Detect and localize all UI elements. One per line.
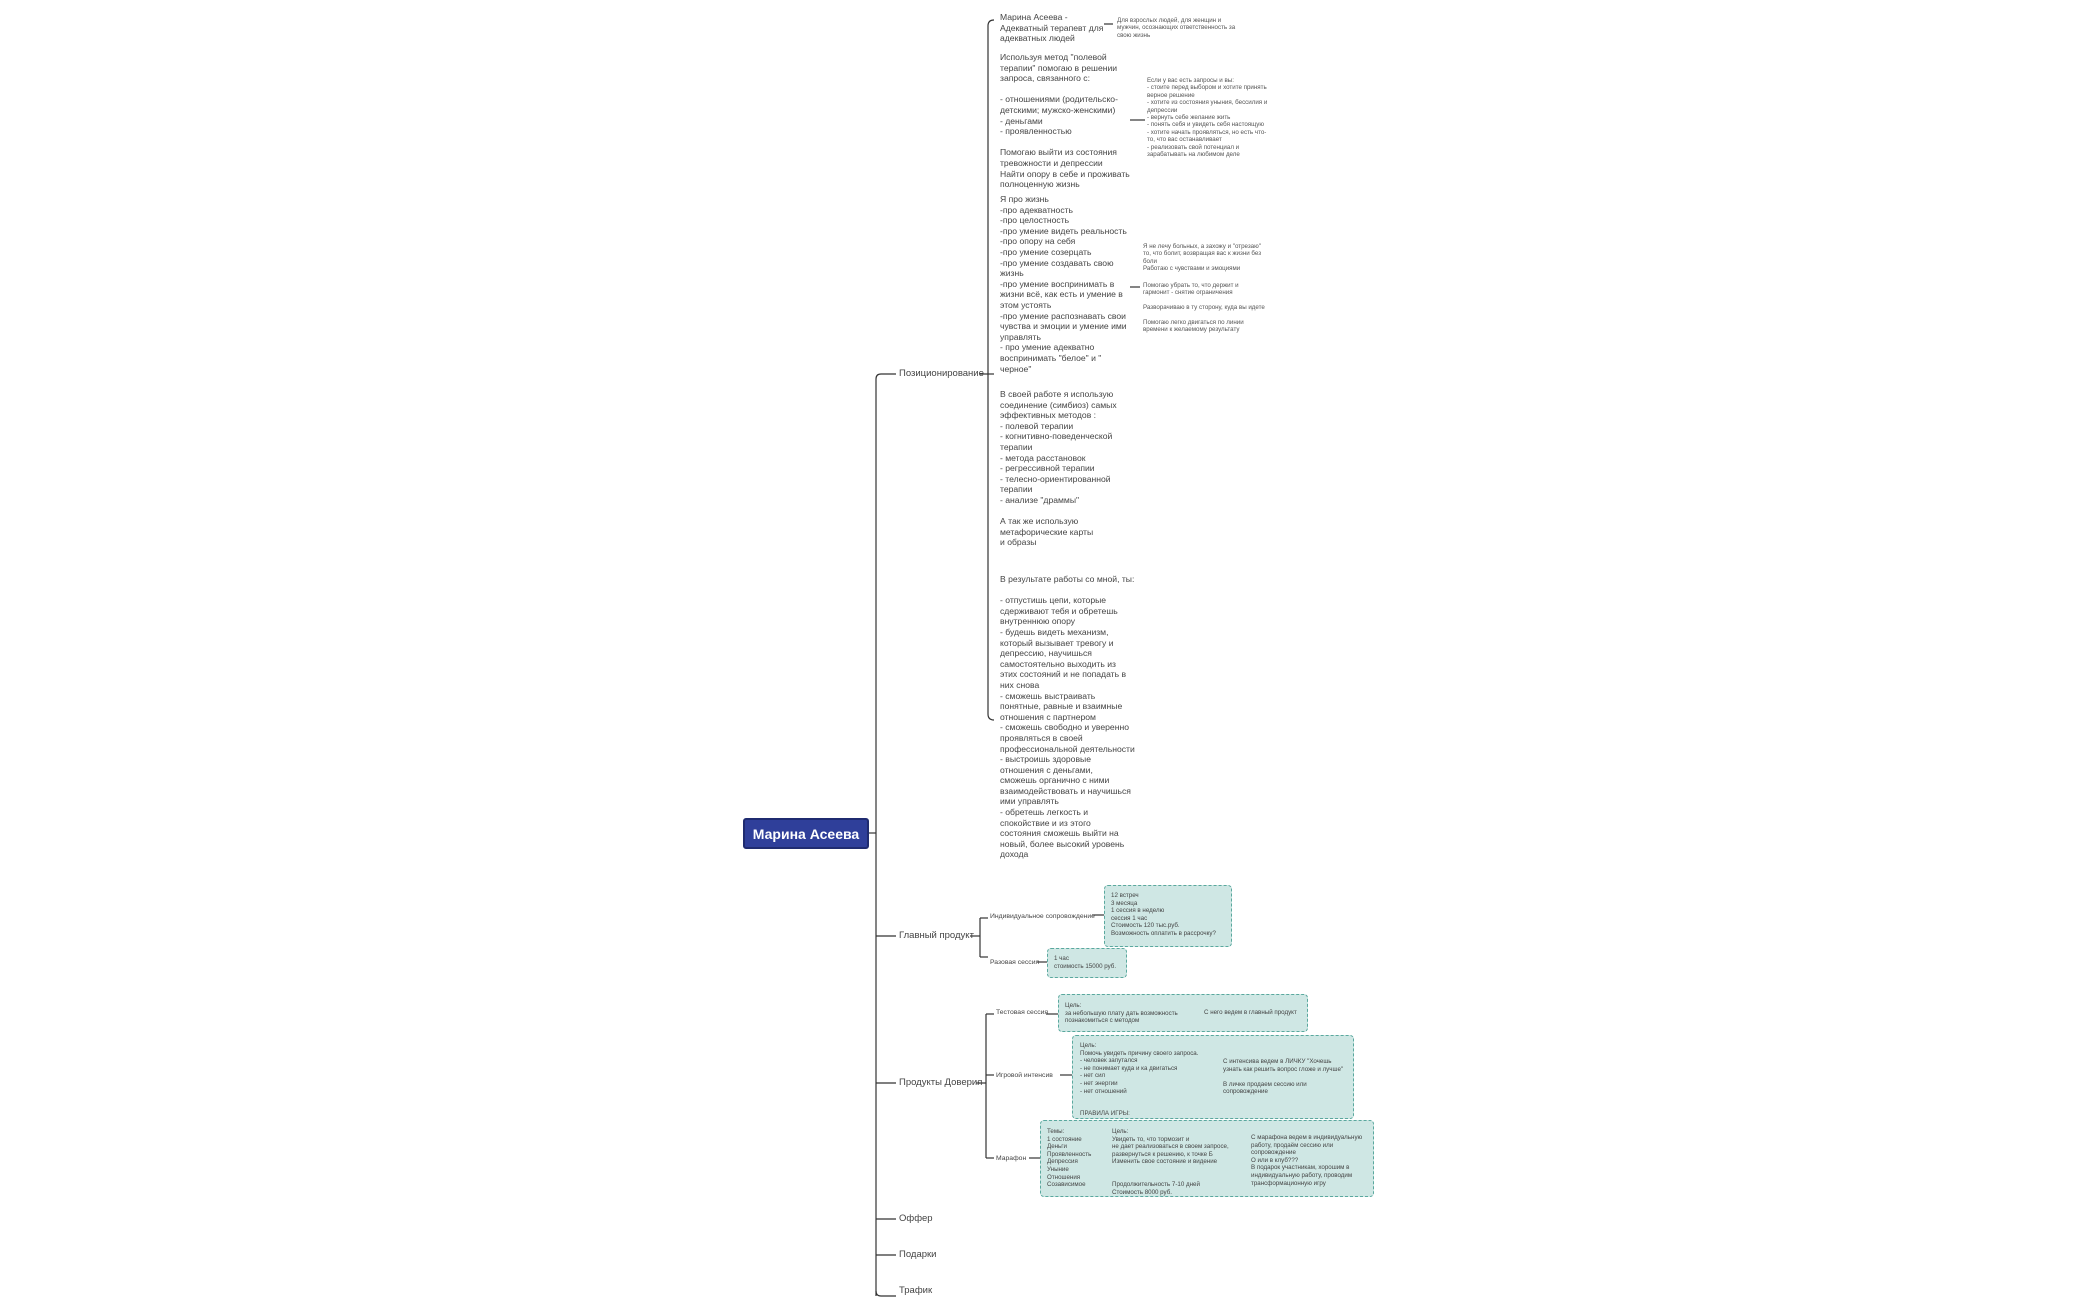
note-timeline: Помогаю легко двигаться по линии времени… [1143, 319, 1244, 334]
marathon-note: С марафона ведем в индивидуальную работу… [1251, 1134, 1363, 1187]
single-session-details: 1 час стоимость 15000 руб. [1054, 955, 1117, 970]
label-marathon[interactable]: Марафон [996, 1155, 1027, 1162]
note-not-heal: Я не лечу больных, а захожу и "отрезаю" … [1143, 243, 1262, 273]
note-if-you: Если у вас есть запросы и вы: - стоите п… [1147, 77, 1268, 159]
branch-trust-products[interactable]: Продукты Доверия [899, 1077, 983, 1088]
branch-traffic[interactable]: Трафик [899, 1285, 933, 1296]
box-game-intensive[interactable]: Цель: Помочь увидеть причину своего запр… [1072, 1035, 1354, 1119]
note-turn-direction: Разворачиваю в ту сторону, куда вы идете [1143, 304, 1265, 311]
branch-offer[interactable]: Оффер [899, 1213, 933, 1224]
note-audience: Для взрослых людей, для женщин и мужчин,… [1117, 17, 1236, 39]
positioning-requests: Используя метод "полевой терапии" помога… [1000, 52, 1130, 190]
note-remove-limits: Помогаю убрать то, что держит и гармонит… [1143, 282, 1239, 297]
test-session-note: С него ведем в главный продукт [1204, 1009, 1297, 1016]
marathon-topics: Темы: 1 состояние Деньги Проявленность Д… [1047, 1128, 1092, 1189]
positioning-intro: Марина Асеева - Адекватный терапевт для … [1000, 12, 1104, 44]
branch-main-product[interactable]: Главный продукт [899, 930, 974, 941]
individual-details: 12 встреч 3 месяца 1 сессия в неделю сес… [1111, 892, 1216, 937]
label-individual[interactable]: Индивидуальное сопровождение [990, 913, 1095, 920]
label-game-intensive[interactable]: Игровой интенсив [996, 1072, 1053, 1079]
root-node[interactable]: Марина Асеева [743, 818, 869, 849]
label-test-session[interactable]: Тестовая сессия [996, 1009, 1049, 1016]
positioning-about: Я про жизнь -про адекватность -про целос… [1000, 194, 1127, 374]
game-intensive-goal: Цель: Помочь увидеть причину своего запр… [1080, 1042, 1199, 1118]
label-single-session[interactable]: Разовая сессия [990, 959, 1040, 966]
box-test-session[interactable]: Цель: за небольшую плату дать возможност… [1058, 994, 1308, 1032]
positioning-methods: В своей работе я использую соединение (с… [1000, 389, 1117, 548]
test-session-goal: Цель: за небольшую плату дать возможност… [1065, 1002, 1178, 1025]
box-individual[interactable]: 12 встреч 3 месяца 1 сессия в неделю сес… [1104, 885, 1232, 947]
branch-positioning[interactable]: Позиционирование [899, 368, 984, 379]
box-marathon[interactable]: Темы: 1 состояние Деньги Проявленность Д… [1040, 1120, 1374, 1197]
branch-gifts[interactable]: Подарки [899, 1249, 937, 1260]
marathon-goal: Цель: Увидеть то, что тормозит и не дает… [1112, 1128, 1229, 1196]
game-intensive-note: С интенсива ведем в ЛИЧКУ "Хочешь узнать… [1223, 1058, 1344, 1096]
box-single-session[interactable]: 1 час стоимость 15000 руб. [1047, 948, 1127, 978]
positioning-results: В результате работы со мной, ты: - отпус… [1000, 574, 1135, 860]
